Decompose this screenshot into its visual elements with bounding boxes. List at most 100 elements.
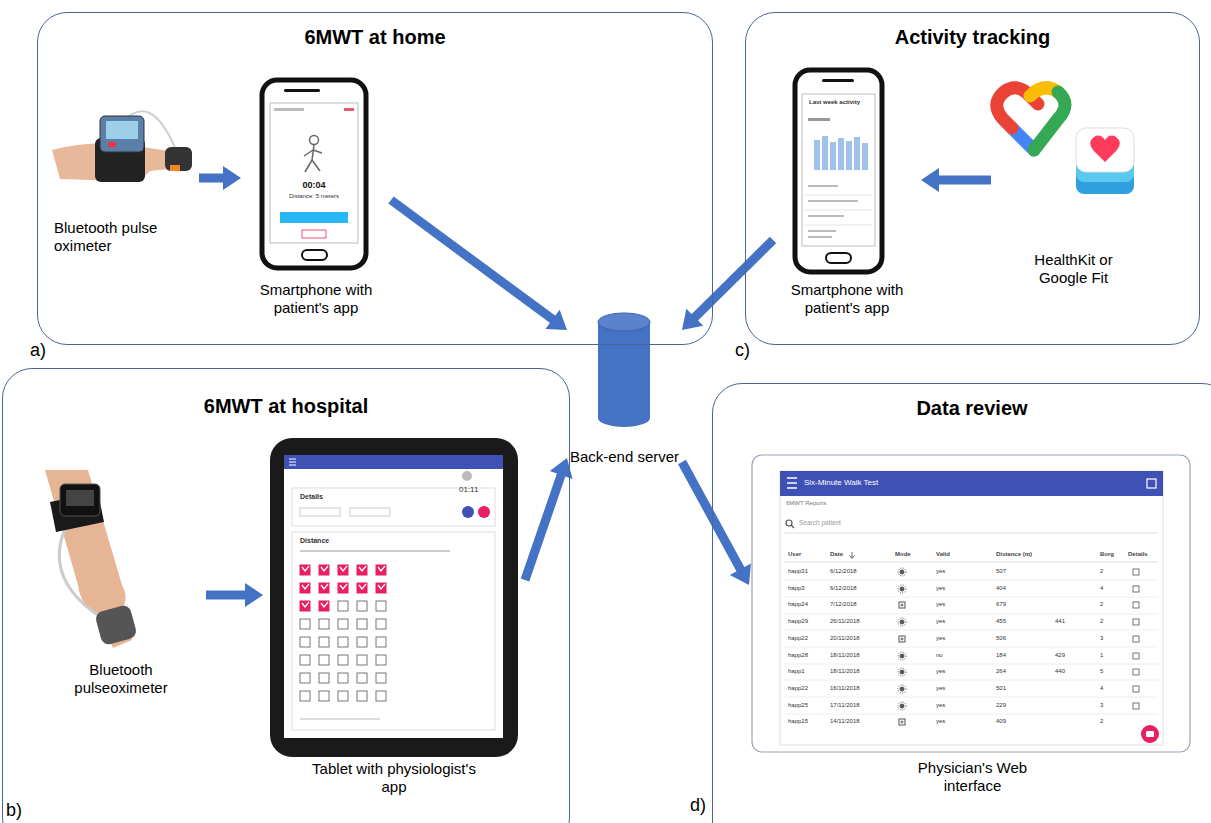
database-cylinder [598,313,650,427]
table-cell: 404 [996,585,1006,592]
table-cell: 506 [996,635,1006,642]
block-arrow [199,166,241,190]
arrow-shaft [391,200,554,320]
smartphone [262,80,366,268]
arrow-head [921,168,939,192]
panel-title: 6MWT at hospital [3,394,569,418]
panel-title: Activity tracking [746,25,1199,49]
table-cell: 6/12/2018 [830,585,857,592]
table-cell: 4 [1100,585,1103,592]
table-cell: happ3 [788,585,805,592]
device-figure: Smartphone with patient's app [241,77,391,327]
panel-letter: a) [30,340,46,361]
health-app-icons [997,88,1134,194]
table-cell: yes [936,601,945,608]
table-cell: 264 [996,668,1006,675]
panel-letter: d) [690,795,706,816]
block-arrow [682,462,751,585]
caption: Smartphone with patient's app [241,281,391,317]
table-cell: 18/11/2018 [830,668,860,675]
table-header: Mode [895,551,911,558]
screen-text: Distance: 5 meters [289,193,339,200]
table-cell: yes [936,718,945,725]
arrow-shaft [937,176,991,185]
table-cell: yes [936,685,945,692]
app-icons: HealthKit or Google Fit [991,96,1156,296]
table-cell: 3 [1100,702,1103,709]
pulse-oximeter-wrist [45,470,138,648]
table-cell: 20/11/2018 [830,635,860,642]
panel: Activity trackingSmartphone with patient… [745,12,1200,345]
caption: Bluetooth pulse oximeter [54,219,184,255]
table-cell: happ22 [788,685,808,692]
panel-letter: c) [735,340,750,361]
caption: HealthKit or Google Fit [1016,251,1131,287]
tablet [270,438,518,757]
pulse-oximeter-wrist [52,111,192,182]
arrow-head [730,563,751,585]
table-cell: yes [936,635,945,642]
arrow-shaft [693,240,773,319]
arrow-shaft [199,174,225,183]
table-cell: 3 [1100,635,1103,642]
table-cell: happ24 [788,601,808,608]
table-cell: 7/12/2018 [830,601,857,608]
smartphone [795,70,882,272]
table-header: Date [830,551,843,558]
arrow-head [545,310,567,330]
table-cell: happ31 [788,568,808,575]
arrow-head [223,166,241,190]
table-cell: happ28 [788,652,808,659]
table-cell: happ22 [788,635,808,642]
table-cell: yes [936,585,945,592]
table-cell: yes [936,618,945,625]
block-arrow [391,200,567,330]
device-figure: Bluetooth pulse oximeter [49,101,199,261]
table-cell: yes [936,568,945,575]
table-header: Borg [1100,551,1114,558]
table-cell: happ1 [788,668,805,675]
screen-text: Distance [300,537,329,545]
table-header: User [788,551,801,558]
table-cell: no [936,652,943,659]
arrow-shaft [206,591,247,600]
table-cell: 429 [1055,652,1065,659]
table-cell: 501 [996,685,1006,692]
table-cell: yes [936,668,945,675]
caption: Tablet with physiologist's app [309,760,479,796]
screen-title: Six-Minute Walk Test [804,478,878,487]
screen-text: 01:11 [459,485,478,494]
table-header: Distance (m) [996,551,1032,558]
table-cell: 17/11/2018 [830,702,860,709]
table-header: Details [1128,551,1148,558]
web-interface [752,455,1190,752]
screen-text: 00:04 [302,180,325,190]
panel: 6MWT at homeBluetooth pulse oximeterSmar… [37,12,713,345]
panel-title: 6MWT at home [38,25,712,49]
arrow-head [682,309,703,330]
block-arrow [921,168,991,192]
screen-text: Details [300,493,323,501]
table-cell: 440 [1055,668,1065,675]
table-cell: 2 [1100,618,1103,625]
table-cell: 184 [996,652,1006,659]
arrow-shaft [525,473,562,580]
screen-text: Search patient [799,519,841,526]
caption: Back-end server [567,448,682,466]
table-cell: happ15 [788,718,808,725]
table-cell: 679 [996,601,1006,608]
table-cell: 229 [996,702,1006,709]
table-cell: 18/11/2018 [830,652,860,659]
table-cell: 16/11/2018 [830,685,860,692]
caption: Bluetooth pulseoximeter [56,661,186,697]
screen-text: Last week activity [809,99,860,106]
table-cell: 2 [1100,718,1103,725]
table-cell: 441 [1055,618,1065,625]
table-cell: happ29 [788,618,808,625]
panel-title: Data review [713,396,1211,420]
server-node: Back-end server [567,308,682,470]
caption: Physician's Web interface [898,759,1048,795]
table-cell: 26/11/2018 [830,618,860,625]
panel: Data reviewPhysician's Web interface [712,383,1211,823]
